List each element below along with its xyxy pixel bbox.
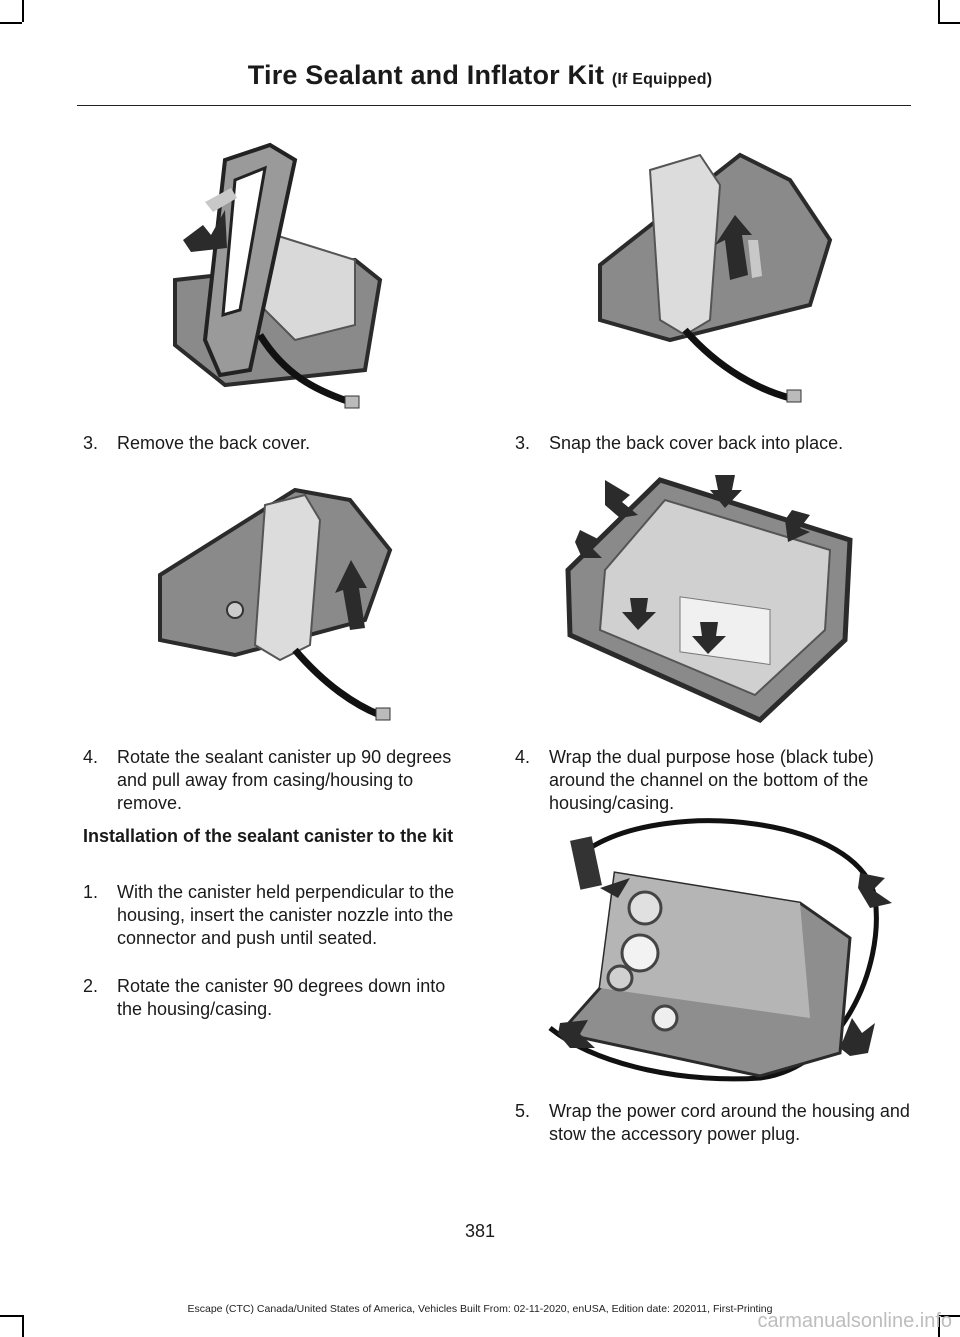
step-number: 4. — [515, 747, 531, 767]
page-title-main: Tire Sealant and Inflator Kit — [247, 60, 605, 90]
crop-mark-bottom-left-v — [22, 1315, 24, 1337]
page-title-suffix: (If Equipped) — [611, 71, 713, 88]
step-number: 3. — [515, 433, 531, 453]
step-rotate-canister: 4. Rotate the sealant canister up 90 deg… — [83, 746, 468, 815]
watermark: carmanualsonline.info — [757, 1310, 952, 1332]
figure-snap-back-cover — [565, 475, 853, 723]
crop-mark-top-left-v — [22, 0, 24, 22]
figure-snap-cover-canister — [598, 152, 833, 403]
step-text: Rotate the canister 90 degrees down into… — [117, 976, 446, 1019]
crop-mark-bottom-right-h — [938, 1315, 960, 1317]
figure-wrap-hose-and-cord — [548, 818, 892, 1082]
step-number: 1. — [83, 882, 99, 902]
step-wrap-hose: 4. Wrap the dual purpose hose (black tub… — [515, 746, 910, 815]
page-title: Tire Sealant and Inflator Kit (If Equipp… — [0, 60, 960, 91]
step-number: 5. — [515, 1101, 531, 1121]
step-text: Snap the back cover back into place. — [549, 433, 844, 453]
step-snap-back-cover: 3. Snap the back cover back into place. — [515, 432, 915, 455]
step-number: 3. — [83, 433, 99, 453]
crop-mark-bottom-left-h — [0, 1315, 22, 1317]
crop-mark-top-left-h — [0, 22, 22, 24]
step-text: Rotate the sealant canister up 90 degree… — [117, 747, 452, 813]
step-text: Wrap the dual purpose hose (black tube) … — [549, 747, 874, 813]
step-text: Wrap the power cord around the housing a… — [549, 1101, 910, 1144]
step-text: With the canister held perpendicular to … — [117, 882, 455, 948]
section-heading-installation: Installation of the sealant canister to … — [83, 826, 454, 846]
footer-text: Escape (CTC) Canada/United States of Ame… — [187, 1303, 773, 1315]
figure-remove-back-cover-lift — [173, 142, 383, 409]
step-insert-canister: 1. With the canister held perpendicular … — [83, 881, 468, 950]
step-number: 2. — [83, 976, 99, 996]
figure-rotate-sealant-canister — [158, 487, 393, 721]
step-remove-back-cover: 3. Remove the back cover. — [83, 432, 463, 455]
step-wrap-power-cord: 5. Wrap the power cord around the housin… — [515, 1100, 910, 1146]
crop-mark-top-right-v — [938, 0, 940, 22]
crop-mark-bottom-right-v — [938, 1315, 940, 1337]
crop-mark-top-right-h — [938, 22, 960, 24]
page-number: 381 — [464, 1221, 496, 1241]
step-rotate-canister-down: 2. Rotate the canister 90 degrees down i… — [83, 975, 468, 1021]
step-text: Remove the back cover. — [117, 433, 311, 453]
step-number: 4. — [83, 747, 99, 767]
header-rule — [77, 105, 911, 106]
